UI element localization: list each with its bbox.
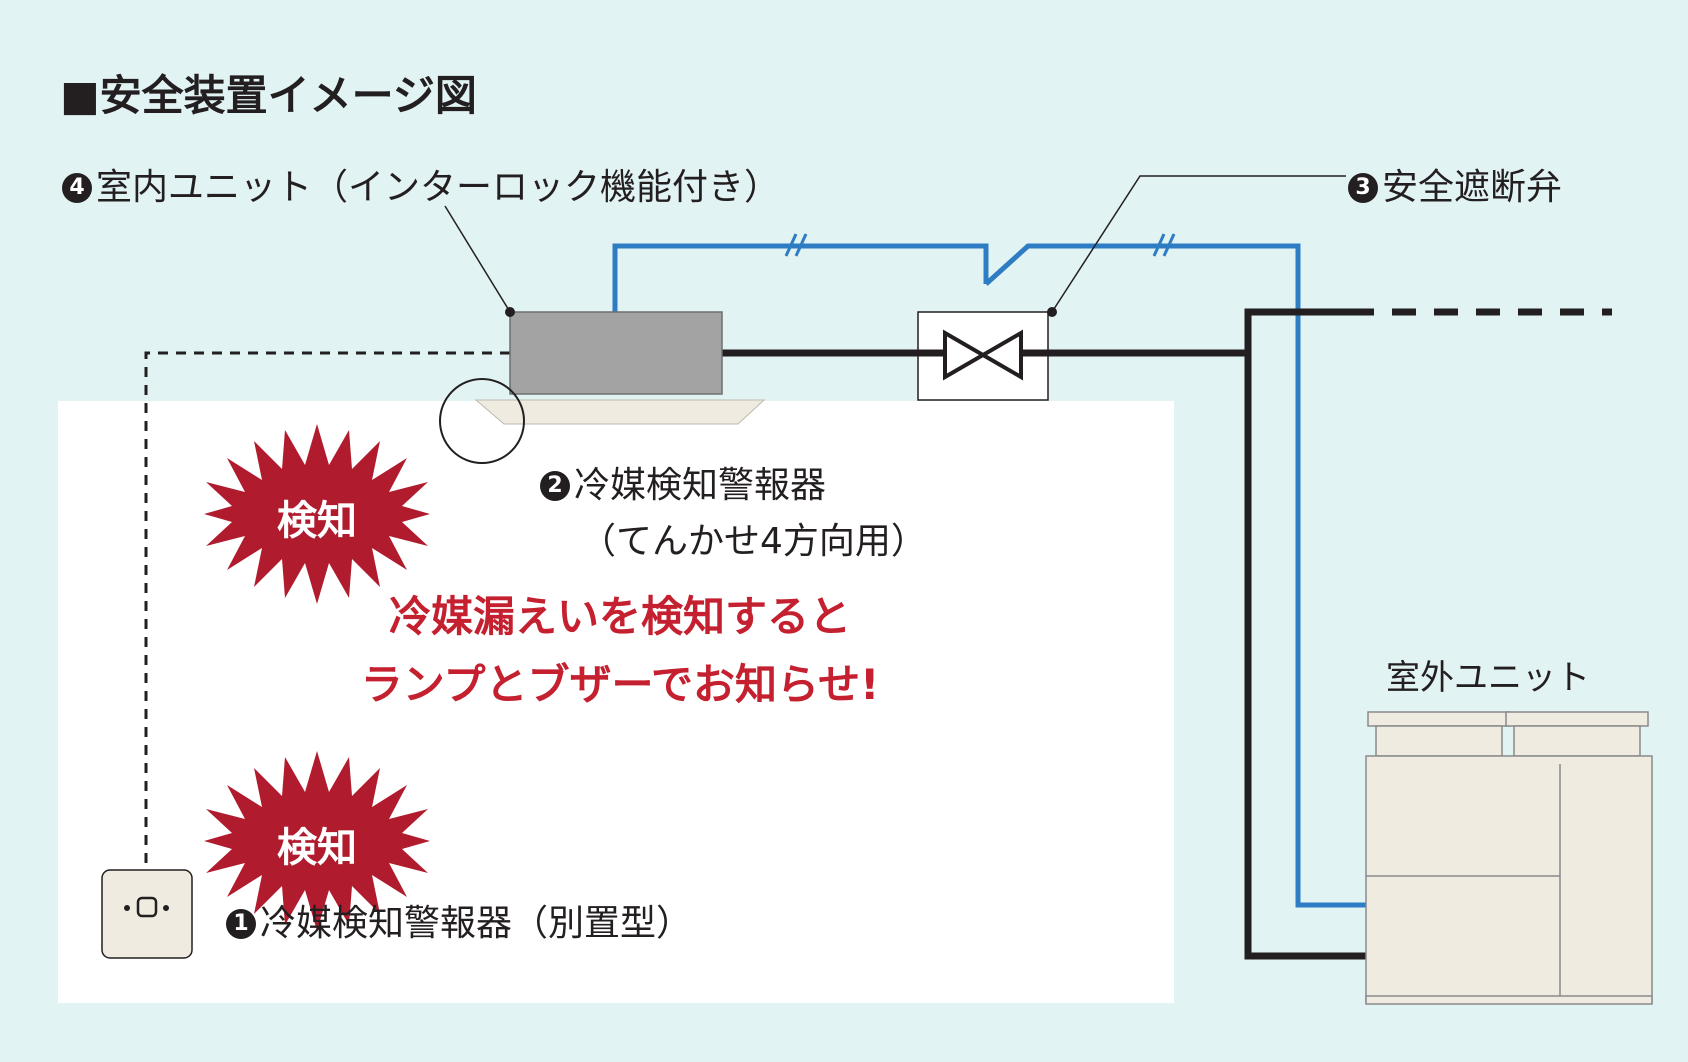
indoor-unit: [509, 311, 723, 395]
wall-detector-text: 冷媒検知警報器（別置型）: [260, 903, 693, 944]
wall-detector-device: [101, 869, 193, 959]
black-wiring: [722, 308, 1366, 960]
wall-detector-lamp-left: [124, 905, 130, 911]
outdoor-unit-label: 室外ユニット: [1386, 658, 1590, 698]
ceiling-panel: [474, 399, 766, 425]
detect-burst-text: 検知: [277, 498, 357, 544]
detect-burst: [204, 424, 430, 604]
ceiling-detector-sublabel: （てんかせ4方向用）: [580, 521, 927, 562]
indoor-unit-text: 室内ユニット（インターロック機能付き）: [96, 167, 781, 208]
wall-detector-sensor: [136, 896, 158, 918]
ceiling-detector-text: 冷媒検知警報器: [574, 465, 827, 506]
outdoor-unit: [1365, 711, 1653, 1005]
detect-burst-text: 検知: [277, 825, 357, 871]
blue-pipe-indoor-to-valve: [612, 243, 989, 312]
number-badge: 2: [540, 471, 570, 501]
number-badge: 3: [1348, 173, 1378, 203]
number-badge: 1: [226, 909, 256, 939]
diagram-title: ■安全装置イメージ図: [60, 71, 477, 120]
valve-leader-dot: [1047, 307, 1057, 317]
number-badge: 4: [62, 173, 92, 203]
dashed-line-wall-detector: [144, 351, 510, 870]
alert-message-line1: 冷媒漏えいを検知すると: [388, 592, 851, 641]
alert-message-line2: ランプとブザーでお知らせ!: [360, 660, 880, 709]
pipe-break-mark: [784, 233, 1176, 257]
blue-pipe-valve-to-outdoor: [984, 243, 1370, 908]
detect-burst: [204, 751, 430, 931]
indoor-unit-leader-dot: [505, 307, 515, 317]
shutoff-valve-icon: [918, 329, 1048, 381]
shutoff-valve-text: 安全遮断弁: [1382, 167, 1563, 208]
ceiling-detector-marker: [439, 378, 525, 464]
leader-lines: [444, 175, 1346, 313]
wall-detector-lamp-right: [163, 905, 169, 911]
